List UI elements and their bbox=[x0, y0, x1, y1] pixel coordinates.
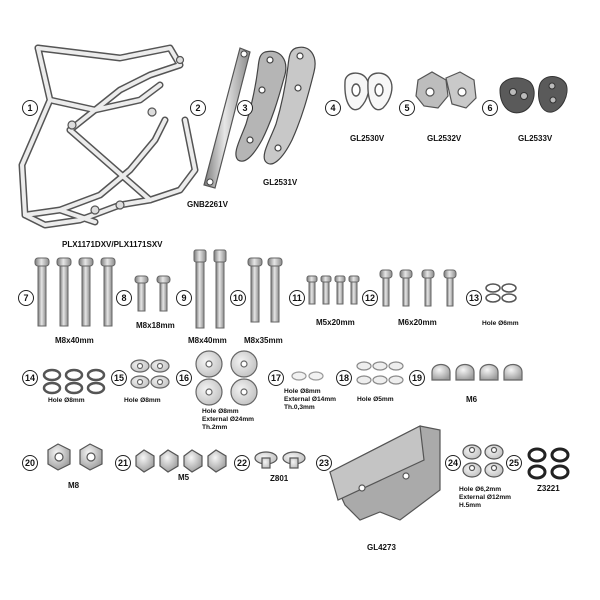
part-number-badge: 23 bbox=[316, 455, 332, 471]
part-number-badge: 14 bbox=[22, 370, 38, 386]
spacer-outline-art bbox=[344, 72, 393, 111]
part-number-badge: 15 bbox=[111, 370, 127, 386]
part-label: Hole Ø5mm bbox=[357, 396, 394, 403]
part-number-badge: 11 bbox=[289, 290, 305, 306]
part-number-badge: 7 bbox=[18, 290, 34, 306]
part-label: M8x40mm bbox=[188, 336, 227, 345]
part-label: GL2531V bbox=[263, 178, 298, 187]
part-label: Hole Ø6mm bbox=[482, 320, 519, 327]
part-number-badge: 20 bbox=[22, 455, 38, 471]
part-number-badge: 9 bbox=[176, 290, 192, 306]
part-number-badge: 21 bbox=[115, 455, 131, 471]
part-label: M8 bbox=[68, 481, 80, 490]
part-number-badge: 12 bbox=[362, 290, 378, 306]
part-number-badge: 22 bbox=[234, 455, 250, 471]
spec-line: H.5mm bbox=[459, 502, 481, 509]
part-number-badge: 24 bbox=[445, 455, 461, 471]
part-label: M6x20mm bbox=[398, 318, 437, 327]
part-label: M8x35mm bbox=[244, 336, 283, 345]
part-spec-block: Hole Ø8mm External Ø14mm Th.0,3mm bbox=[284, 388, 336, 412]
part-number-badge: 2 bbox=[190, 100, 206, 116]
part-label: GNB2261V bbox=[187, 200, 228, 209]
part-label: Hole Ø8mm bbox=[48, 397, 85, 404]
part-label: PLX1171DXV/PLX1171SXV bbox=[62, 240, 163, 249]
side-frame-art bbox=[18, 44, 199, 229]
nuts-art bbox=[47, 425, 570, 521]
spec-line: Hole Ø8mm bbox=[284, 388, 321, 395]
part-label: Z3221 bbox=[537, 484, 560, 493]
part-label: Hole Ø8mm bbox=[124, 397, 161, 404]
forked-plate-art bbox=[415, 71, 477, 109]
part-label: GL2533V bbox=[518, 134, 553, 143]
part-number-badge: 4 bbox=[325, 100, 341, 116]
part-label: M6 bbox=[466, 395, 478, 404]
part-label: Z801 bbox=[270, 474, 289, 483]
part-number-badge: 8 bbox=[116, 290, 132, 306]
bar-art bbox=[203, 47, 251, 189]
spec-line: External Ø24mm bbox=[202, 416, 255, 423]
plate-bracket-art bbox=[235, 46, 316, 165]
part-number-badge: 19 bbox=[409, 370, 425, 386]
part-label: GL2532V bbox=[427, 134, 462, 143]
spec-line: Th.2mm bbox=[202, 424, 228, 431]
part-number-badge: 1 bbox=[22, 100, 38, 116]
part-number-badge: 25 bbox=[506, 455, 522, 471]
washers-art bbox=[42, 350, 523, 406]
part-label: M8x18mm bbox=[136, 321, 175, 330]
part-number-badge: 3 bbox=[237, 100, 253, 116]
part-label: M5 bbox=[178, 473, 190, 482]
part-number-badge: 10 bbox=[230, 290, 246, 306]
part-number-badge: 5 bbox=[399, 100, 415, 116]
bolts-art bbox=[34, 249, 517, 329]
part-label: M8x40mm bbox=[55, 336, 94, 345]
part-number-badge: 17 bbox=[268, 370, 284, 386]
part-spec-block: Hole Ø6,2mm External Ø12mm H.5mm bbox=[459, 486, 511, 510]
part-label: M5x20mm bbox=[316, 318, 355, 327]
rubber-spacer-art bbox=[499, 76, 568, 114]
part-number-badge: 18 bbox=[336, 370, 352, 386]
part-spec-block: Hole Ø8mm External Ø24mm Th.2mm bbox=[202, 408, 254, 432]
part-number-badge: 13 bbox=[466, 290, 482, 306]
spec-line: Hole Ø8mm bbox=[202, 408, 239, 415]
spec-line: Hole Ø6,2mm bbox=[459, 486, 502, 493]
part-number-badge: 6 bbox=[482, 100, 498, 116]
spec-line: External Ø12mm bbox=[459, 494, 512, 501]
part-label: GL2530V bbox=[350, 134, 385, 143]
part-number-badge: 16 bbox=[176, 370, 192, 386]
spec-line: External Ø14mm bbox=[284, 396, 337, 403]
part-label: GL4273 bbox=[367, 543, 396, 552]
spec-line: Th.0,3mm bbox=[284, 404, 315, 411]
